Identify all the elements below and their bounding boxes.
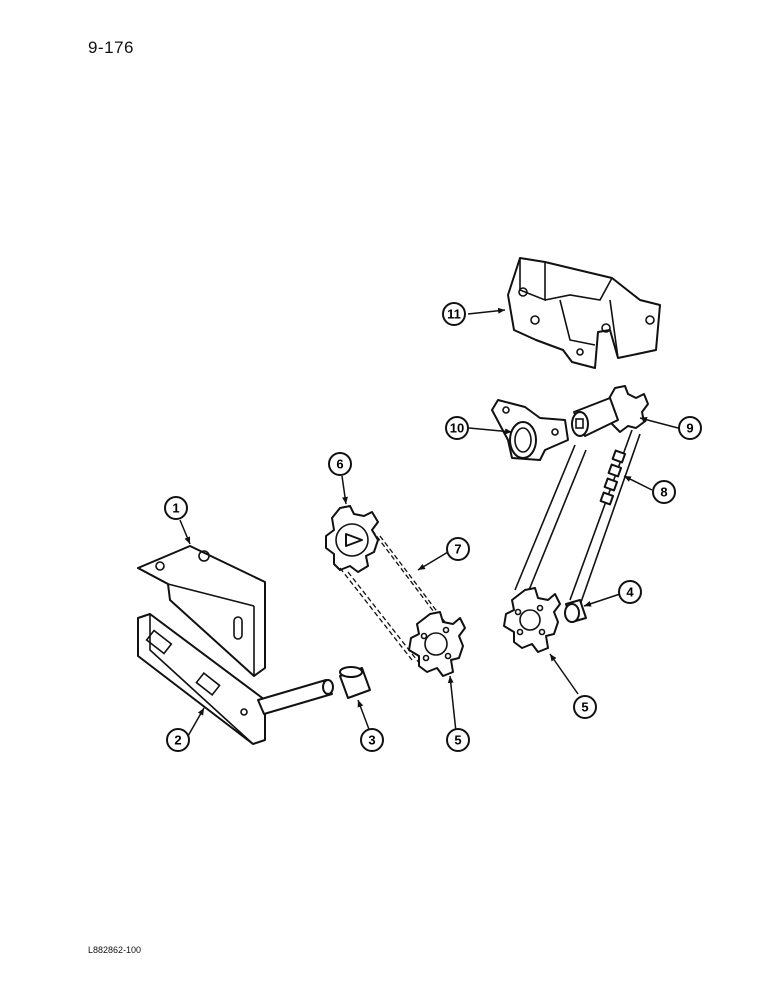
leader-7 xyxy=(417,551,449,571)
leader-4 xyxy=(583,593,621,607)
callout-5b: 5 xyxy=(573,695,597,719)
leader-1 xyxy=(179,519,191,545)
upper-sprocket-part xyxy=(571,385,649,437)
svg-text:9: 9 xyxy=(686,421,693,436)
callout-2: 2 xyxy=(166,728,190,752)
callout-11: 11 xyxy=(442,302,466,326)
svg-text:5: 5 xyxy=(581,700,588,715)
svg-text:2: 2 xyxy=(174,733,181,748)
svg-text:6: 6 xyxy=(336,457,343,472)
angle-bracket-part xyxy=(137,545,266,677)
leader-2 xyxy=(187,707,205,737)
svg-text:7: 7 xyxy=(454,542,461,557)
svg-text:3: 3 xyxy=(368,733,375,748)
leader-5b xyxy=(549,653,579,695)
lower-right-sprocket-part xyxy=(503,587,561,653)
callout-8: 8 xyxy=(652,480,676,504)
callout-6: 6 xyxy=(328,452,352,476)
left-chain-part xyxy=(339,529,449,665)
upper-left-sprocket-part xyxy=(325,505,379,573)
lower-middle-sprocket-part xyxy=(408,611,466,677)
left-bushing-part xyxy=(339,666,371,699)
callout-9: 9 xyxy=(678,416,702,440)
svg-text:4: 4 xyxy=(626,585,634,600)
svg-text:1: 1 xyxy=(172,501,179,516)
leader-6 xyxy=(341,475,348,505)
leader-9 xyxy=(639,416,679,429)
callout-3: 3 xyxy=(360,728,384,752)
right-bushing-part xyxy=(564,599,587,623)
bearing-housing-part xyxy=(507,257,661,369)
leader-10 xyxy=(468,427,513,435)
leader-5a xyxy=(447,675,457,733)
svg-text:8: 8 xyxy=(660,485,667,500)
callout-7: 7 xyxy=(446,537,470,561)
split-collar-part xyxy=(491,399,569,461)
callout-1: 1 xyxy=(164,496,188,520)
svg-text:5: 5 xyxy=(454,733,461,748)
page-number: 9-176 xyxy=(88,38,134,57)
leader-3 xyxy=(357,699,371,733)
callout-4: 4 xyxy=(618,580,642,604)
mounting-plate-part xyxy=(137,613,334,745)
callout-5a: 5 xyxy=(446,728,470,752)
callout-10: 10 xyxy=(445,416,469,440)
svg-text:11: 11 xyxy=(447,307,461,322)
svg-text:10: 10 xyxy=(450,421,464,436)
drawing-code: L882862-100 xyxy=(88,945,142,955)
leader-11 xyxy=(467,307,506,315)
right-chain-part xyxy=(514,429,641,606)
leader-8 xyxy=(623,475,653,491)
